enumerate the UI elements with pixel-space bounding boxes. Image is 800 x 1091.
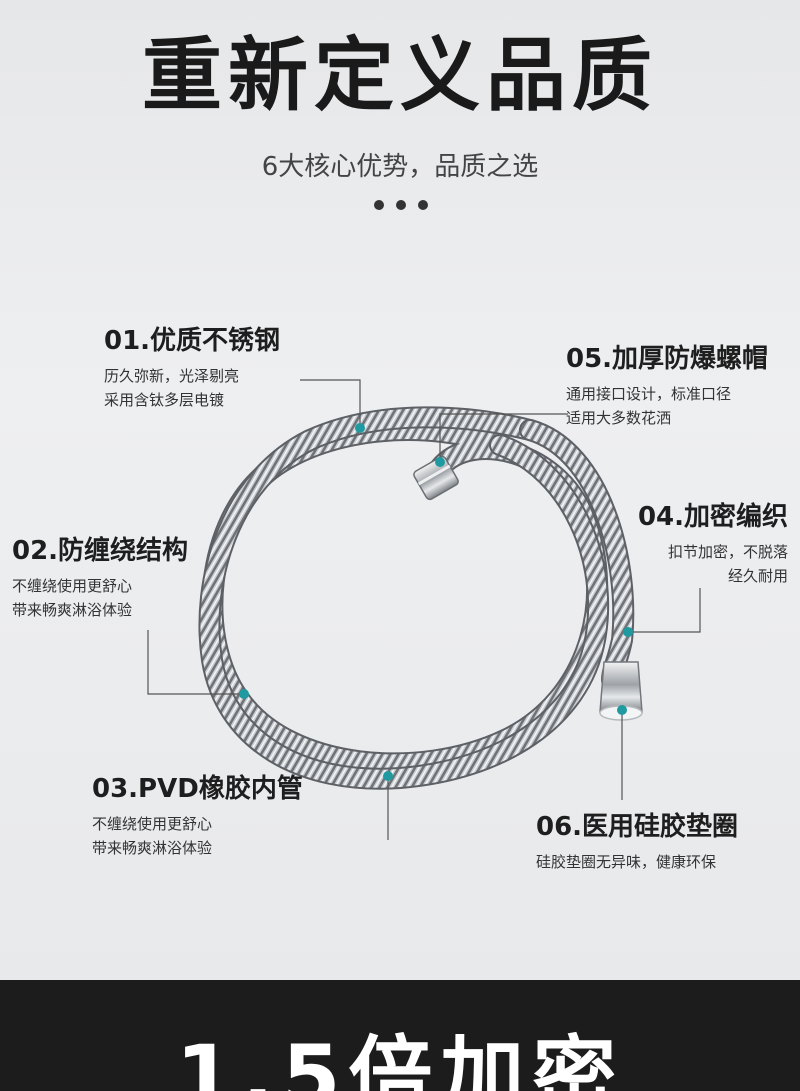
feature-03: 03.PVD橡胶内管 不缠绕使用更舒心 带来畅爽淋浴体验 (92, 772, 303, 860)
marker-dot-03 (383, 771, 393, 781)
feature-06: 06.医用硅胶垫圈 硅胶垫圈无异味，健康环保 (536, 810, 738, 874)
marker-dot-06 (617, 705, 627, 715)
feature-title: 03.PVD橡胶内管 (92, 774, 303, 804)
feature-desc: 历久弥新，光泽剔亮 采用含钛多层电镀 (104, 367, 240, 409)
feature-title: 01.优质不锈钢 (104, 326, 281, 356)
feature-desc: 扣节加密，不脱落 经久耐用 (667, 543, 788, 585)
feature-desc: 不缠绕使用更舒心 带来畅爽淋浴体验 (12, 577, 133, 619)
ellipsis-dots-icon (374, 200, 428, 212)
feature-05: 05.加厚防爆螺帽 通用接口设计，标准口径 适用大多数花洒 (566, 342, 768, 430)
marker-dot-04 (623, 627, 633, 637)
banner-title: 1.5倍加密 (175, 1027, 625, 1091)
feature-title: 06.医用硅胶垫圈 (536, 812, 739, 842)
feature-02: 02.防缠绕结构 不缠绕使用更舒心 带来畅爽淋浴体验 (12, 534, 188, 622)
page-subtitle: 6大核心优势，品质之选 (261, 152, 539, 182)
feature-desc: 不缠绕使用更舒心 带来畅爽淋浴体验 (92, 815, 213, 857)
feature-title: 02.防缠绕结构 (12, 536, 189, 566)
feature-desc: 通用接口设计，标准口径 适用大多数花洒 (566, 385, 732, 427)
banner-section: 1.5倍加密 (0, 980, 800, 1091)
page-title: 重新定义品质 (142, 29, 658, 122)
hero-section (0, 0, 800, 980)
marker-dot-01 (355, 423, 365, 433)
marker-dot-05 (435, 457, 445, 467)
shower-hose-illustration (147, 379, 701, 840)
feature-desc: 硅胶垫圈无异味，健康环保 (536, 853, 717, 871)
feature-title: 04.加密编织 (637, 502, 788, 532)
feature-title: 05.加厚防爆螺帽 (566, 344, 769, 374)
feature-04: 04.加密编织 扣节加密，不脱落 经久耐用 (638, 500, 788, 588)
marker-dot-02 (239, 689, 249, 699)
feature-01: 01.优质不锈钢 历久弥新，光泽剔亮 采用含钛多层电镀 (104, 324, 280, 412)
